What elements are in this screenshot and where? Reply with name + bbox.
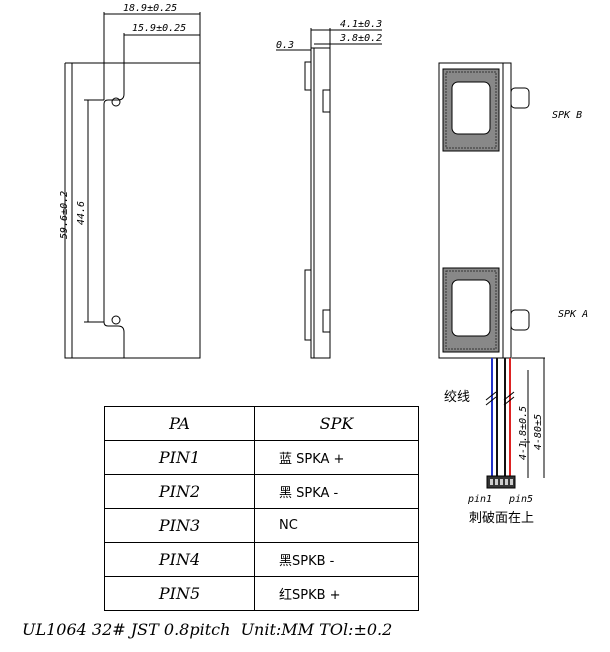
pin-cell: PIN4 xyxy=(104,542,255,577)
back-view xyxy=(438,62,530,359)
side-view xyxy=(276,28,382,359)
pin-cell: PIN3 xyxy=(104,508,255,543)
spk-cell: NC xyxy=(254,508,419,543)
dim-height: 59.6±0.2 xyxy=(59,191,70,239)
front-view xyxy=(64,12,201,359)
dim-total-thickness: 4.1±0.3 xyxy=(340,19,382,30)
header-spk: SPK xyxy=(254,406,419,441)
spk-cell: 黑 SPKA - xyxy=(254,474,419,509)
wire-dim-long: 4-80±5 xyxy=(533,414,544,450)
mount-hole-top xyxy=(111,97,121,107)
table-row: PIN2 黑 SPKA - xyxy=(104,474,419,509)
wire-break-marks xyxy=(485,357,545,478)
connector-pin xyxy=(495,479,498,485)
table-row: PIN4 黑SPKB - xyxy=(104,542,419,577)
dim-inner-width: 15.9±0.25 xyxy=(132,23,186,34)
connector-note: 刺破面在上 xyxy=(469,511,534,526)
back-body xyxy=(438,62,512,359)
side-bump-bottom xyxy=(322,309,331,333)
table-header-row: PA SPK xyxy=(104,406,419,441)
pin-cell: PIN5 xyxy=(104,576,255,611)
front-view-outline xyxy=(64,62,201,359)
table-row: PIN3 NC xyxy=(104,508,419,543)
mount-hole-bottom xyxy=(111,315,121,325)
break-mark-1 xyxy=(485,391,497,401)
pin-cell: PIN2 xyxy=(104,474,255,509)
dim-hole-pitch: 44.6 xyxy=(76,201,87,225)
connector-pin xyxy=(490,479,493,485)
connector-pins xyxy=(490,479,513,485)
connector-pin xyxy=(505,479,508,485)
break-mark-2 xyxy=(485,396,497,406)
speaker-a-cone xyxy=(451,279,491,337)
back-tab-bottom xyxy=(510,309,530,331)
back-tab-top xyxy=(510,87,530,109)
spec-footer: UL1064 32# JST 0.8pitch Unit:MM TOl:±0.2 xyxy=(22,620,393,639)
speaker-a-mesh xyxy=(445,270,497,350)
dim-overall-width: 18.9±0.25 xyxy=(123,3,177,14)
speaker-b-mesh xyxy=(445,71,497,149)
side-body xyxy=(310,47,331,359)
side-bump-top xyxy=(322,89,331,113)
spk-cell: 红SPKB + xyxy=(254,576,419,611)
side-tab-bottom xyxy=(304,269,312,341)
twisted-wire-label: 绞线 xyxy=(444,389,470,405)
break-mark-3 xyxy=(503,391,515,401)
pin5-label: pin5 xyxy=(508,494,533,505)
connector-pin xyxy=(510,479,513,485)
side-tab-top xyxy=(304,61,312,91)
wire-harness xyxy=(491,358,511,478)
table-row: PIN1 蓝 SPKA + xyxy=(104,440,419,475)
dim-plate: 0.3 xyxy=(276,40,294,51)
spk-cell: 黑SPKB - xyxy=(254,542,419,577)
wire-dim-short: 4-1.8±0.5 xyxy=(518,406,529,460)
dim-body-thickness: 3.8±0.2 xyxy=(339,33,382,44)
speaker-a-label: SPK A xyxy=(558,309,588,320)
spk-cell: 蓝 SPKA + xyxy=(254,440,419,475)
speaker-b-cone xyxy=(451,81,491,135)
pin-cell: PIN1 xyxy=(104,440,255,475)
table-row: PIN5 红SPKB + xyxy=(104,576,419,611)
speaker-b-label: SPK B xyxy=(552,110,582,121)
pin1-label: pin1 xyxy=(467,494,492,505)
break-mark-4 xyxy=(503,396,515,406)
header-pa: PA xyxy=(104,406,255,441)
connector-pin xyxy=(500,479,503,485)
pin-table: PA SPK PIN1 蓝 SPKA + PIN2 黑 SPKA - PIN3 … xyxy=(104,406,419,611)
